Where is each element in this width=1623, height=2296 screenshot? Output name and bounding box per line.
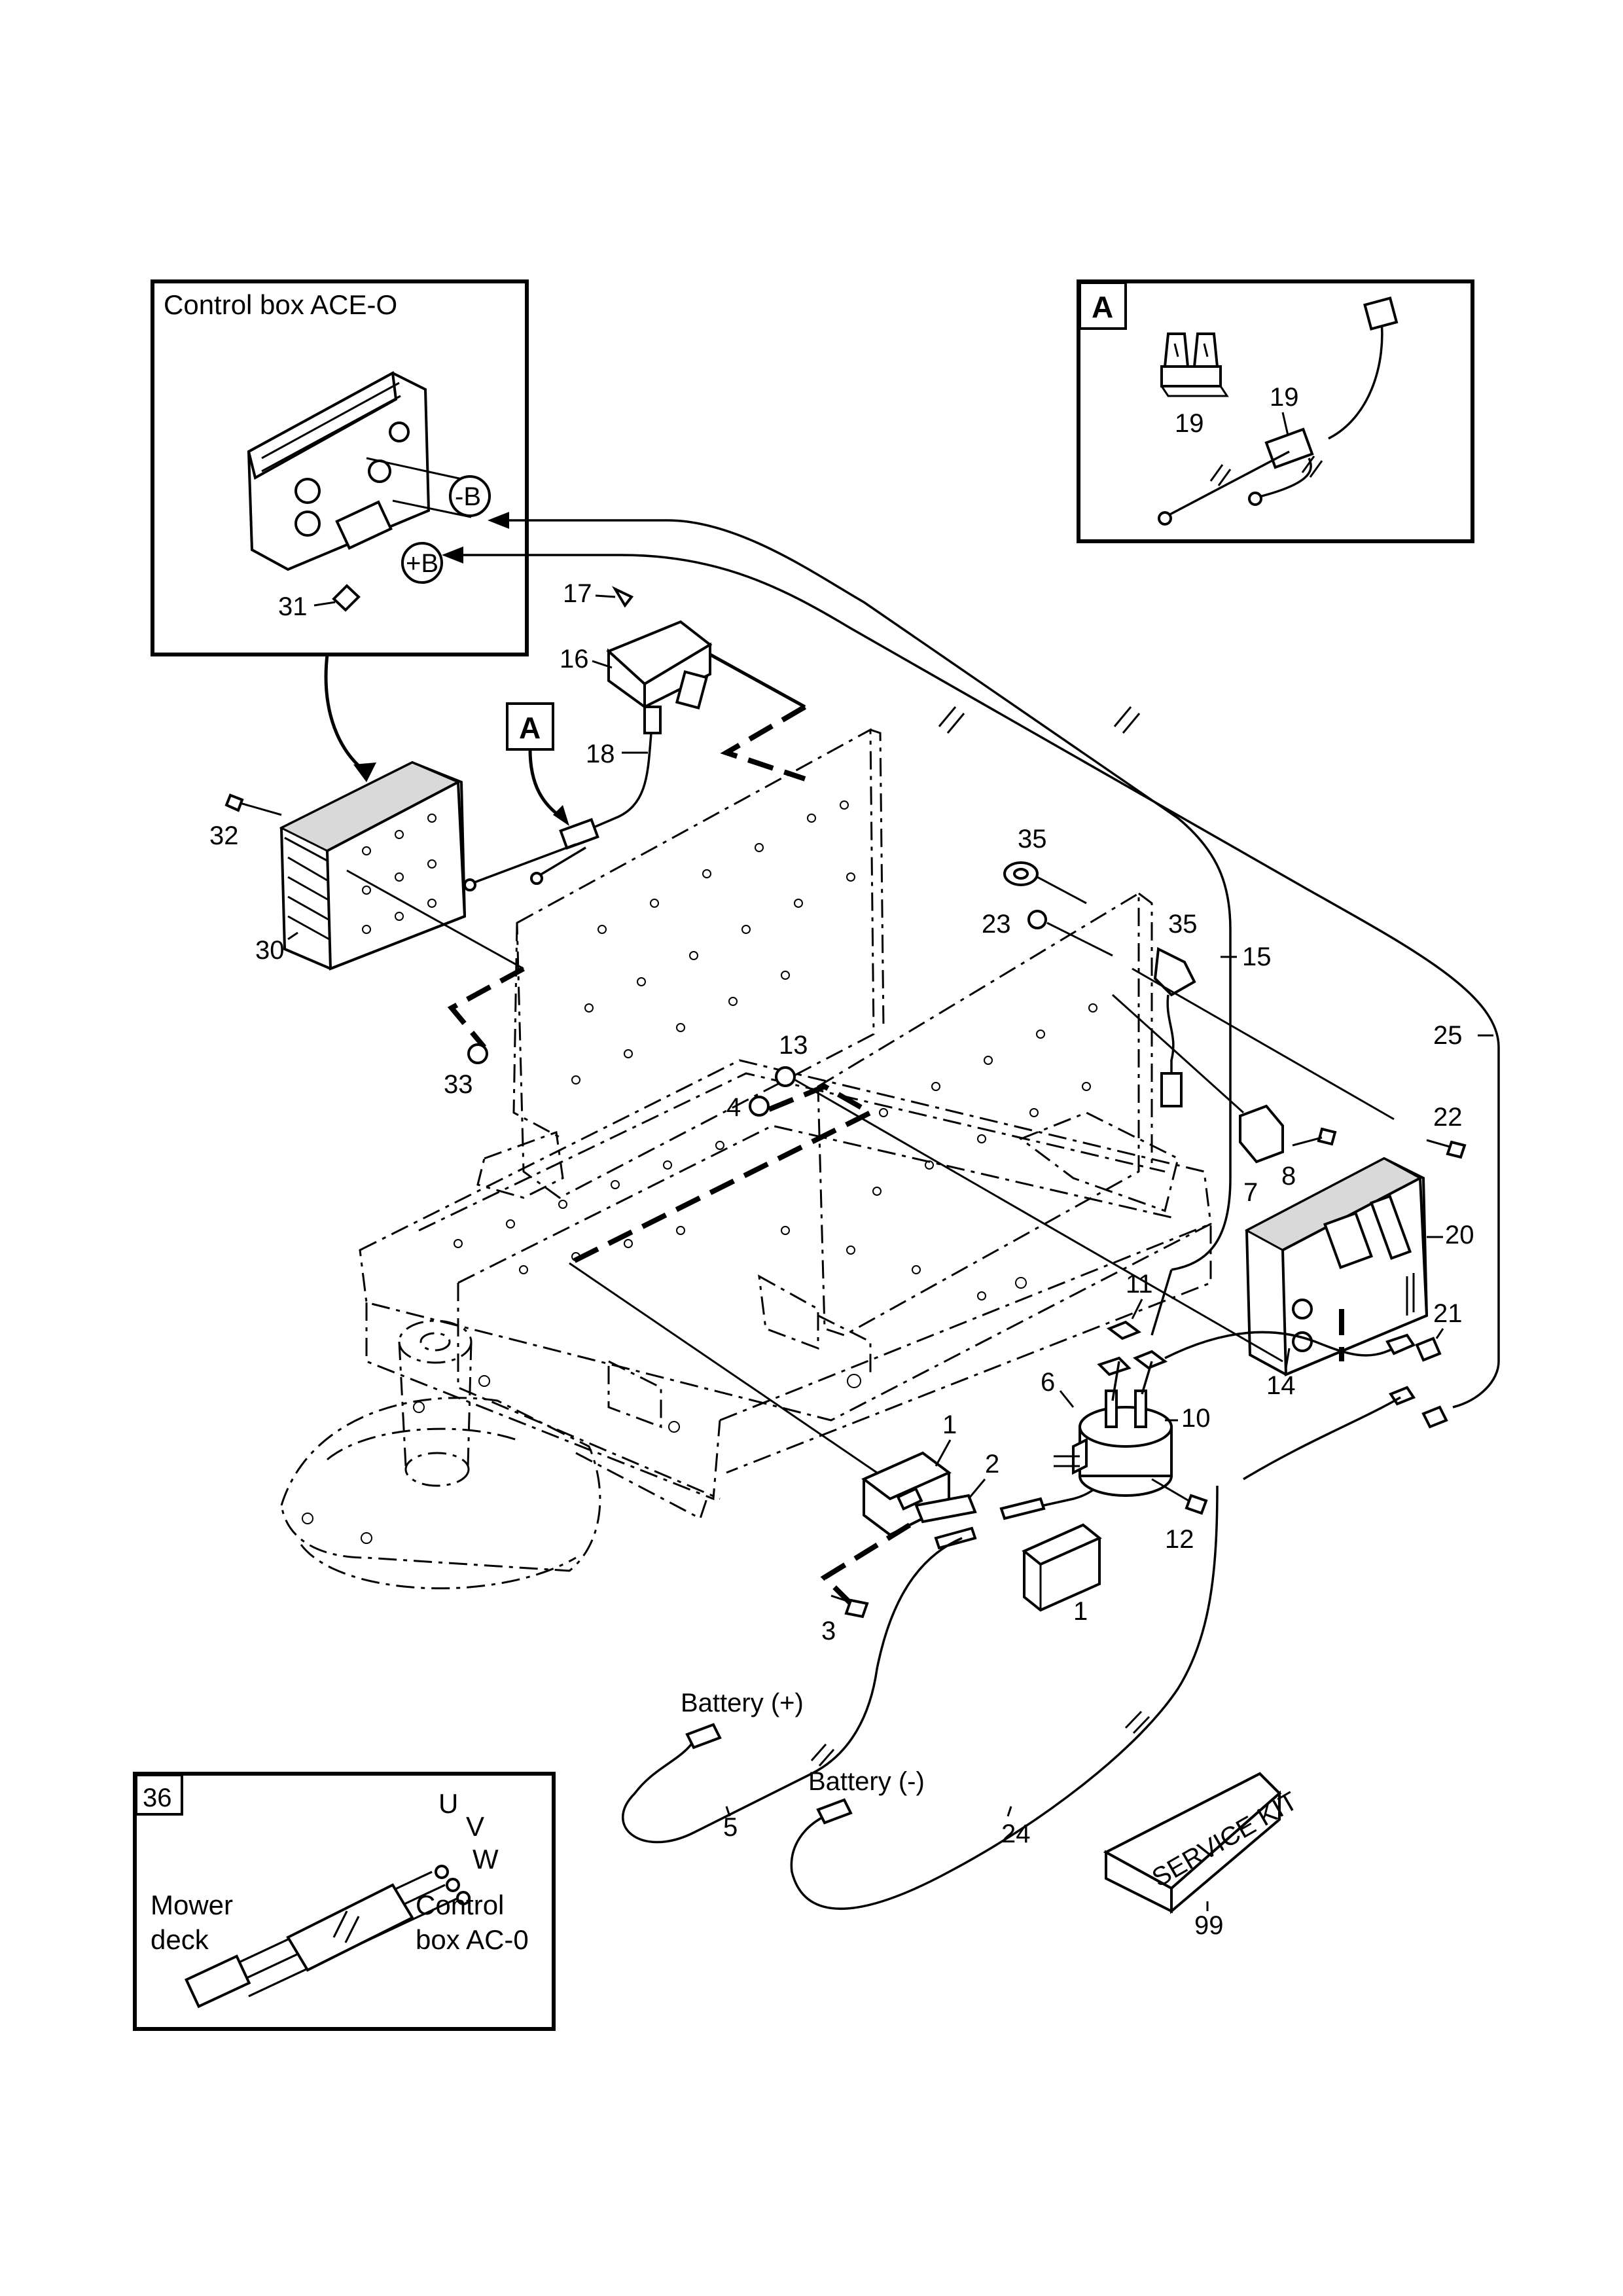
sensor-35-illustration [1153, 946, 1196, 1107]
callout-13: 13 [779, 1031, 808, 1060]
callout-23: 23 [982, 910, 1011, 939]
minus-b-terminal-mark [449, 475, 491, 517]
callout-21: 21 [1433, 1299, 1463, 1328]
callout-19-fuse: 19 [1175, 409, 1204, 438]
callout-22: 22 [1433, 1103, 1463, 1132]
main-upper-right-parts: 35 23 35 15 25 7 8 [982, 825, 1493, 1207]
plus-b-label: +B [406, 549, 438, 578]
blade-fuse-19-illustration [1160, 332, 1229, 397]
callout-33: 33 [444, 1070, 473, 1099]
minus-b-label: -B [455, 482, 481, 511]
callout-6: 6 [1041, 1368, 1055, 1397]
detail-a-reference-tag: A [519, 711, 541, 745]
main-lower-parts: 13 4 1 2 3 1 [568, 1031, 1463, 1645]
controller-30-group: 30 32 33 [209, 761, 525, 1099]
callout-12: 12 [1165, 1525, 1194, 1554]
fuse-31-illustration [332, 584, 361, 612]
callout-8: 8 [1281, 1162, 1296, 1191]
relay-module-16-illustration [606, 620, 713, 734]
callout-35-grommet: 35 [1018, 825, 1047, 853]
callout-35-sensor: 35 [1168, 910, 1198, 939]
contactor-10-illustration [1054, 1390, 1173, 1497]
control-box-ac0-label-line2: box AC-0 [416, 1924, 529, 1955]
battery-negative-label: Battery (-) [808, 1767, 925, 1796]
harness-36-illustration [184, 1865, 471, 2009]
phase-u-label: U [438, 1788, 458, 1819]
battery-positive-label: Battery (+) [681, 1689, 804, 1717]
chassis-holes [302, 800, 1097, 1544]
callout-99: 99 [1194, 1911, 1224, 1940]
callout-32: 32 [209, 821, 239, 850]
callout-14: 14 [1266, 1371, 1296, 1400]
harness-36-tag: 36 [143, 1784, 172, 1812]
callout-10: 10 [1181, 1404, 1211, 1433]
fuse-holder-19-illustration [1158, 296, 1399, 526]
mower-deck-label-line2: deck [151, 1924, 209, 1955]
callout-16: 16 [560, 645, 589, 673]
plus-b-terminal-mark [401, 542, 443, 584]
phase-w-label: W [473, 1844, 499, 1874]
callout-2: 2 [985, 1450, 999, 1479]
callout-5: 5 [723, 1813, 738, 1842]
callout-17: 17 [563, 579, 592, 608]
mower-deck-label-line1: Mower [151, 1890, 233, 1920]
main-upper-left-parts: 17 16 18 A [463, 579, 807, 891]
controller-20-group: 20 22 [1132, 967, 1474, 1376]
service-kit-99: SERVICE KIT 99 [1103, 1772, 1302, 1940]
callout-31: 31 [278, 592, 308, 621]
callout-4: 4 [726, 1093, 741, 1122]
connection-arrows [324, 512, 1500, 1408]
callout-25: 25 [1433, 1021, 1463, 1050]
harness-36-tag-box [135, 1774, 183, 1816]
detail-a-reference-box [506, 702, 554, 751]
callout-3: 3 [821, 1617, 836, 1645]
harness-36-inset: 36 U V W Mower deck Control box AC-0 [133, 1772, 556, 2031]
control-box-inset-title: Control box ACE-O [164, 289, 397, 320]
callout-11: 11 [1126, 1270, 1153, 1299]
callout-24: 24 [1001, 1820, 1031, 1848]
detail-a-tag: A [1092, 290, 1113, 324]
control-box-inset: Control box ACE-O -B +B 31 [151, 279, 529, 656]
control-box-ac0-label-line1: Control [416, 1890, 504, 1920]
detail-a-tag-box [1079, 281, 1127, 330]
callout-20: 20 [1445, 1221, 1474, 1249]
callout-30: 30 [255, 936, 285, 965]
callout-18: 18 [586, 740, 615, 768]
callout-1-holder: 1 [942, 1410, 957, 1439]
controller-ace-o-illustration [247, 370, 472, 571]
callout-15: 15 [1242, 942, 1272, 971]
callout-1-cover: 1 [1073, 1597, 1088, 1626]
detail-a-inset: A 19 19 [1077, 279, 1474, 543]
fuse-cover-1-illustration [1022, 1523, 1102, 1612]
callout-19-holder: 19 [1270, 383, 1299, 412]
chassis-frame [280, 728, 1212, 1590]
battery-cables: Battery (+) 5 Battery (-) 24 [621, 1485, 1219, 1910]
phase-v-label: V [466, 1811, 484, 1842]
callout-7: 7 [1243, 1178, 1258, 1207]
